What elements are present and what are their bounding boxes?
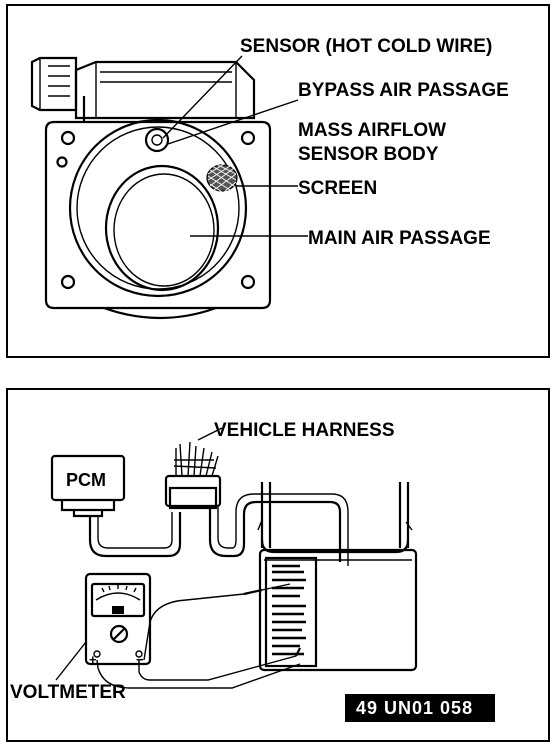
maf-sensor-illustration — [30, 56, 272, 320]
screen-mesh — [206, 163, 238, 193]
label-bypass-air-passage: BYPASS AIR PASSAGE — [298, 80, 509, 101]
voltmeter-minus-terminal: − — [136, 652, 144, 667]
voltmeter-test-panel — [6, 388, 550, 742]
label-screen: SCREEN — [298, 178, 377, 199]
label-voltmeter: VOLTMETER — [10, 682, 126, 703]
label-vehicle-harness: VEHICLE HARNESS — [214, 420, 395, 441]
maf-sensor-housing — [257, 482, 418, 672]
pcm-label: PCM — [66, 470, 106, 490]
test-leads — [96, 583, 301, 689]
label-main-air-passage: MAIN AIR PASSAGE — [308, 228, 491, 249]
label-sensor-body: SENSOR BODY — [298, 144, 439, 165]
pcm-module — [50, 454, 126, 518]
vehicle-harness-connector — [164, 441, 222, 510]
figure-code-badge — [345, 694, 495, 722]
harness-leader-line — [197, 427, 223, 441]
voltmeter — [84, 572, 152, 666]
figure-code: 49 UN01 058 — [356, 698, 473, 718]
top-leader-lines — [162, 55, 308, 237]
label-sensor-hot-cold-wire: SENSOR (HOT COLD WIRE) — [240, 36, 492, 57]
voltmeter-leader-line — [55, 641, 87, 681]
voltmeter-plus-terminal: + — [89, 652, 97, 667]
label-mass-airflow: MASS AIRFLOW — [298, 120, 446, 141]
